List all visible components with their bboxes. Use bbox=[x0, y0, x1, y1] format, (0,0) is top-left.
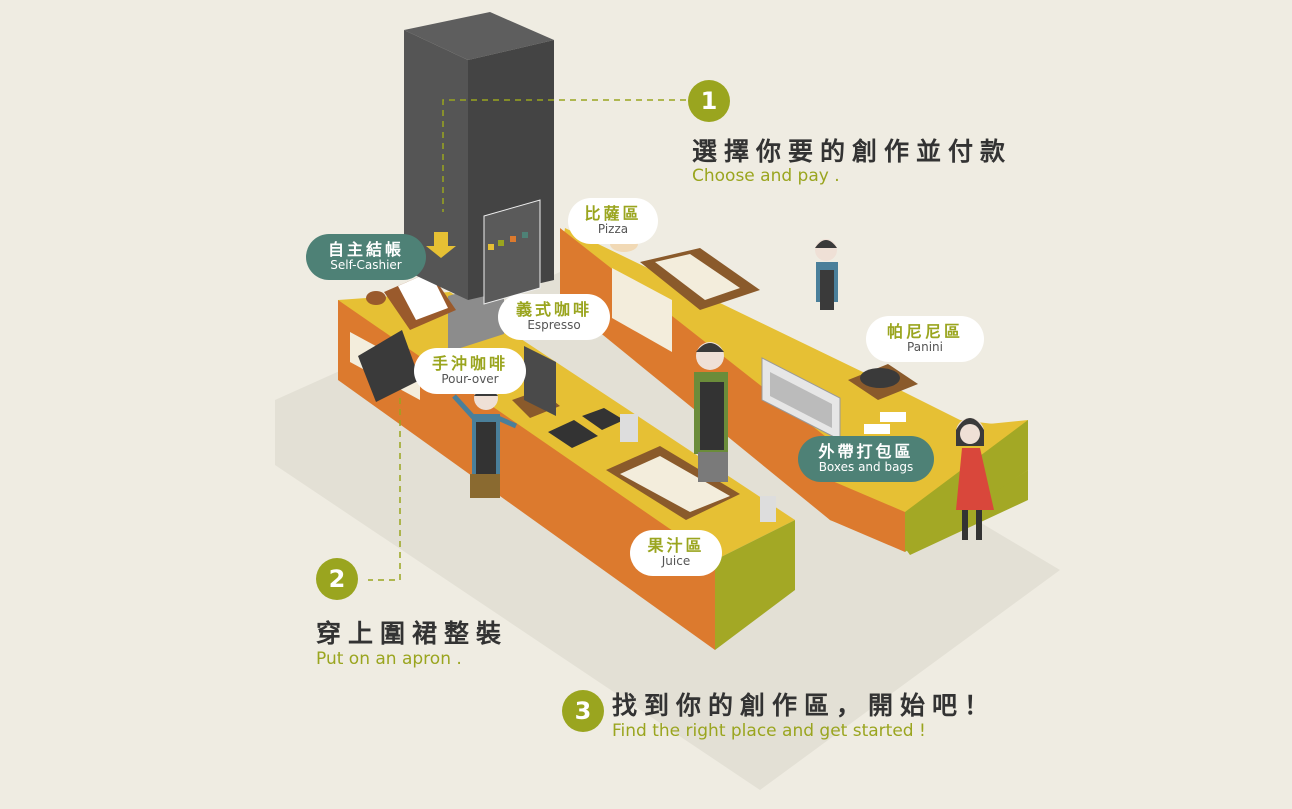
menu-tower bbox=[404, 12, 554, 305]
step-1-title: 選擇你要的創作並付款 bbox=[692, 137, 1013, 166]
guide-line-2 bbox=[368, 398, 401, 581]
boxes-label-zh: 外帶打包區 bbox=[818, 441, 914, 461]
espresso-tag: 義式咖啡 Espresso bbox=[498, 294, 610, 340]
person-girl bbox=[956, 418, 994, 540]
guide-line-1 bbox=[442, 99, 686, 212]
panini-label-zh: 帕尼尼區 bbox=[886, 321, 963, 341]
espresso-label-zh: 義式咖啡 bbox=[515, 299, 592, 319]
self-cashier-label-zh: 自主結帳 bbox=[327, 239, 404, 259]
step-2-number: 2 bbox=[316, 558, 358, 600]
pizza-label-en: Pizza bbox=[597, 222, 629, 237]
juice-label-en: Juice bbox=[661, 554, 691, 569]
step-3-subtitle: Find the right place and get started ! bbox=[612, 721, 926, 741]
pour-over-label-en: Pour-over bbox=[441, 372, 499, 387]
self-cashier-label-en: Self-Cashier bbox=[330, 258, 402, 273]
boxes-label-en: Boxes and bags bbox=[818, 460, 914, 475]
self-cashier-tag: 自主結帳 Self-Cashier bbox=[306, 234, 426, 280]
juice-label-zh: 果汁區 bbox=[647, 535, 705, 555]
step-3-title: 找到你的創作區，開始吧！ bbox=[612, 691, 997, 720]
pizza-tag: 比薩區 Pizza bbox=[568, 198, 658, 244]
person-staff bbox=[694, 342, 728, 482]
person-pizza-chef bbox=[815, 239, 838, 310]
espresso-label-en: Espresso bbox=[527, 318, 581, 333]
panini-label-en: Panini bbox=[907, 340, 943, 355]
pour-over-label-zh: 手沖咖啡 bbox=[431, 353, 508, 373]
step-2-subtitle: Put on an apron . bbox=[316, 649, 462, 669]
step-1-number: 1 bbox=[688, 80, 730, 122]
step-2-title: 穿上圍裙整裝 bbox=[316, 619, 509, 648]
pour-over-tag: 手沖咖啡 Pour-over bbox=[414, 348, 526, 394]
step-1-subtitle: Choose and pay . bbox=[692, 166, 840, 186]
boxes-tag: 外帶打包區 Boxes and bags bbox=[798, 436, 934, 482]
juice-tag: 果汁區 Juice bbox=[630, 530, 722, 576]
panini-tag: 帕尼尼區 Panini bbox=[866, 316, 984, 362]
pizza-label-zh: 比薩區 bbox=[584, 203, 642, 223]
step-3-number: 3 bbox=[562, 690, 604, 732]
